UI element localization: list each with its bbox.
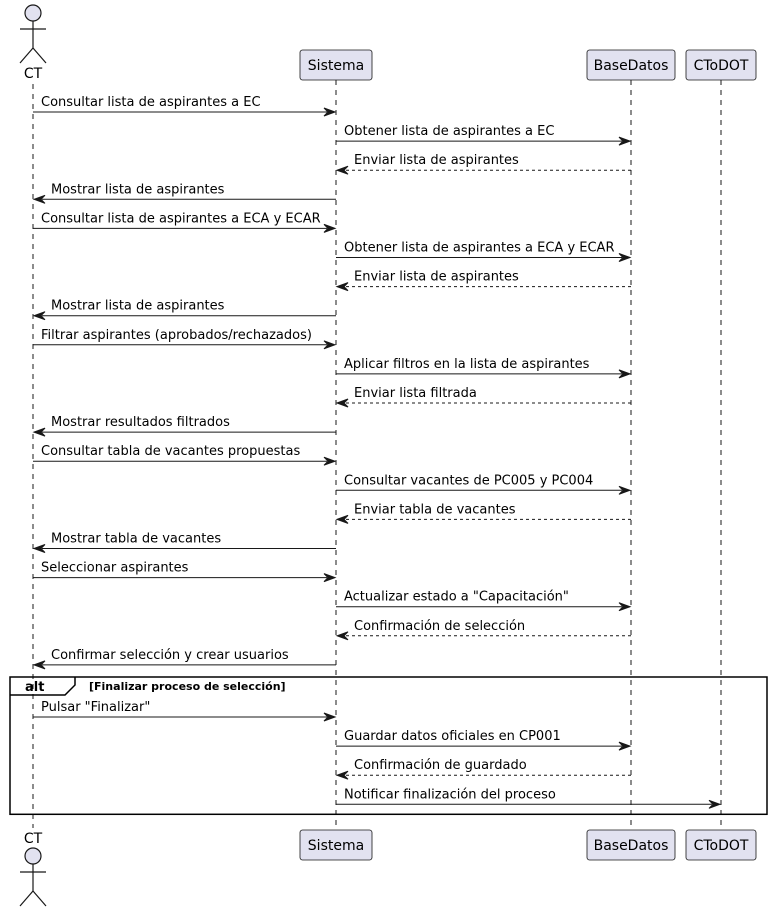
message-label: Enviar lista filtrada (354, 386, 477, 401)
message-24: Notificar finalización del proceso (336, 787, 722, 809)
message-label: Mostrar tabla de vacantes (51, 532, 221, 547)
message-3: Enviar lista de aspirantes (335, 153, 631, 175)
participant-bd-bottom: BaseDatos (586, 829, 676, 861)
message-label: Mostrar lista de aspirantes (51, 299, 225, 314)
message-label: Aplicar filtros en la lista de aspirante… (344, 357, 590, 372)
arrowhead-icon (335, 514, 349, 524)
participant-sistema-top: Sistema (299, 49, 373, 81)
message-9: Filtrar aspirantes (aprobados/rechazados… (33, 328, 337, 350)
participant-label: CToDOT (694, 58, 749, 74)
participant-ctodot-bottom: CToDOT (685, 829, 757, 861)
arrowhead-icon (618, 136, 632, 146)
message-14: Consultar vacantes de PC005 y PC004 (336, 473, 632, 495)
message-label: Actualizar estado a "Capacitación" (344, 590, 569, 605)
arrowhead-icon (335, 398, 349, 408)
message-20: Confirmar selección y crear usuarios (32, 648, 336, 670)
arrowhead-icon (323, 456, 337, 466)
message-label: Consultar tabla de vacantes propuestas (41, 444, 300, 459)
message-22: Guardar datos oficiales en CP001 (336, 729, 632, 751)
message-11: Enviar lista filtrada (335, 386, 631, 408)
actor-label: CT (24, 66, 43, 82)
arrowhead-icon (323, 340, 337, 350)
actor-figure-icon (19, 847, 47, 907)
message-label: Obtener lista de aspirantes a EC (344, 124, 554, 139)
arrowhead-icon (335, 631, 349, 641)
arrowhead-icon (618, 369, 632, 379)
arrowhead-icon (618, 253, 632, 262)
message-10: Aplicar filtros en la lista de aspirante… (336, 357, 632, 379)
message-label: Confirmación de selección (354, 619, 525, 634)
message-16: Mostrar tabla de vacantes (32, 532, 336, 553)
message-label: Consultar lista de aspirantes a ECA y EC… (41, 211, 321, 226)
message-6: Obtener lista de aspirantes a ECA y ECAR (336, 241, 632, 262)
arrowhead-icon (335, 165, 349, 175)
message-label: Seleccionar aspirantes (41, 561, 189, 576)
message-label: Enviar lista de aspirantes (354, 153, 519, 168)
participant-label: BaseDatos (594, 58, 669, 74)
arrowhead-icon (335, 282, 349, 292)
message-label: Confirmación de guardado (354, 758, 527, 773)
participant-sistema-bottom: Sistema (299, 829, 373, 861)
message-5: Consultar lista de aspirantes a ECA y EC… (33, 211, 337, 233)
arrowhead-icon (32, 427, 46, 437)
actor-label-bottom: CT (24, 831, 43, 847)
message-1: Consultar lista de aspirantes a EC (33, 95, 337, 117)
fragment-keyword: alt (25, 680, 44, 695)
fragment-condition: [Finalizar proceso de selección] (89, 680, 286, 693)
arrowhead-icon (323, 573, 337, 583)
arrowhead-icon (32, 544, 46, 553)
arrowhead-icon (335, 770, 349, 780)
participant-label: CToDOT (694, 838, 749, 854)
fragment-tab (10, 677, 76, 696)
arrowhead-icon (32, 311, 46, 321)
message-8: Mostrar lista de aspirantes (32, 299, 336, 321)
message-15: Enviar tabla de vacantes (335, 502, 631, 524)
arrowhead-icon (708, 799, 722, 809)
message-label: Mostrar resultados filtrados (51, 415, 230, 430)
arrowhead-icon (323, 712, 337, 722)
message-label: Notificar finalización del proceso (344, 787, 556, 802)
message-label: Guardar datos oficiales en CP001 (344, 729, 561, 744)
message-label: Consultar lista de aspirantes a EC (41, 95, 261, 110)
message-label: Enviar tabla de vacantes (354, 502, 516, 517)
message-label: Confirmar selección y crear usuarios (51, 648, 289, 663)
participant-bd-top: BaseDatos (586, 49, 676, 81)
message-7: Enviar lista de aspirantes (335, 270, 631, 292)
message-label: Enviar lista de aspirantes (354, 270, 519, 285)
participant-label: Sistema (308, 838, 364, 854)
arrowhead-icon (618, 485, 632, 495)
message-13: Consultar tabla de vacantes propuestas (33, 444, 337, 466)
arrowhead-icon (618, 602, 632, 612)
arrowhead-icon (32, 660, 46, 670)
message-21: Pulsar "Finalizar" (33, 700, 337, 722)
arrowhead-icon (323, 107, 337, 117)
actor-figure-icon (19, 4, 47, 64)
message-label: Obtener lista de aspirantes a ECA y ECAR (344, 241, 614, 256)
message-12: Mostrar resultados filtrados (32, 415, 336, 437)
message-label: Filtrar aspirantes (aprobados/rechazados… (41, 328, 312, 343)
participant-label: BaseDatos (594, 838, 669, 854)
message-label: Mostrar lista de aspirantes (51, 182, 225, 197)
message-label: Consultar vacantes de PC005 y PC004 (344, 473, 593, 488)
message-2: Obtener lista de aspirantes a EC (336, 124, 632, 146)
message-23: Confirmación de guardado (335, 758, 631, 780)
message-17: Seleccionar aspirantes (33, 561, 337, 583)
arrowhead-icon (32, 194, 46, 204)
participant-label: Sistema (308, 58, 364, 74)
message-18: Actualizar estado a "Capacitación" (336, 590, 632, 612)
message-label: Pulsar "Finalizar" (41, 700, 150, 715)
message-4: Mostrar lista de aspirantes (32, 182, 336, 204)
message-19: Confirmación de selección (335, 619, 631, 641)
arrowhead-icon (618, 741, 632, 751)
alt-fragment: alt [Finalizar proceso de selección] (9, 676, 768, 816)
participant-ctodot-top: CToDOT (685, 49, 757, 81)
arrowhead-icon (323, 223, 337, 233)
actor-ct-top: CT (19, 4, 47, 82)
